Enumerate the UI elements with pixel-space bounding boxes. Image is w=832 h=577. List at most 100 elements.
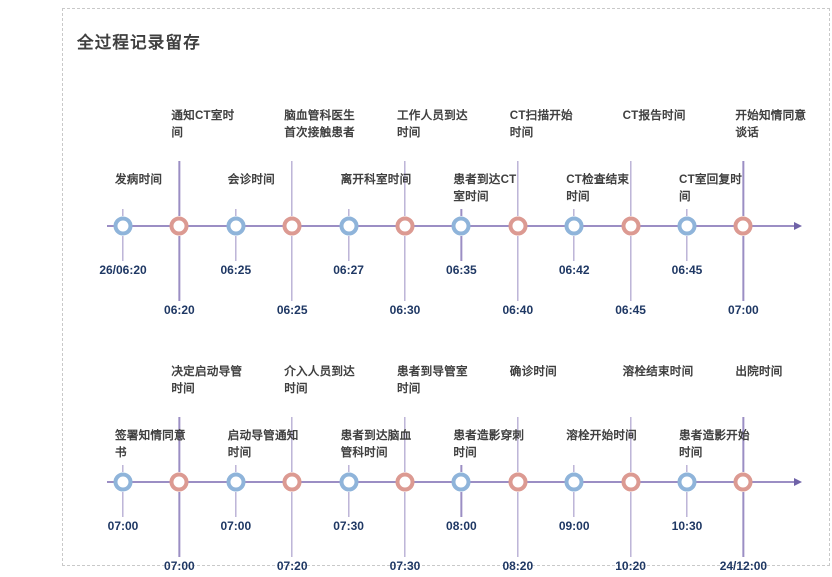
timeline-event-label: CT报告时间 xyxy=(622,109,686,122)
connector-stem-up xyxy=(347,209,350,216)
timeline-node[interactable] xyxy=(733,216,753,236)
timeline-node[interactable] xyxy=(395,472,415,492)
timeline-event-label: CT室回复时间 xyxy=(679,173,743,203)
timeline-event-time: 06:30 xyxy=(389,303,421,317)
connector-stem-down xyxy=(517,236,519,301)
connector-stem-down xyxy=(347,492,350,517)
timeline-node[interactable] xyxy=(677,472,697,492)
connector-stem-down xyxy=(404,236,406,301)
timeline-event-label: 决定启动导管时间 xyxy=(171,365,243,395)
connector-stem-up xyxy=(686,465,688,472)
timeline-event-time: 06:20 xyxy=(164,303,195,317)
timeline-event-label: 患者造影穿刺时间 xyxy=(453,429,525,459)
connector-stem-down xyxy=(291,492,293,557)
connector-stem-up xyxy=(742,417,745,472)
timeline-node[interactable] xyxy=(621,216,641,236)
timeline-axis xyxy=(107,481,794,483)
timeline-event-label: 患者造影开始时间 xyxy=(679,429,750,459)
timeline-node[interactable] xyxy=(282,472,302,492)
connector-stem-up xyxy=(235,465,237,472)
timeline-arrow-icon xyxy=(794,477,802,486)
connector-stem-up xyxy=(517,417,519,472)
timeline-node[interactable] xyxy=(564,472,584,492)
connector-stem-down xyxy=(347,236,350,261)
connector-stem-up xyxy=(686,209,688,216)
timeline-event-time: 06:45 xyxy=(615,303,646,317)
timeline-node[interactable] xyxy=(339,472,359,492)
timeline-arrow-icon xyxy=(794,221,802,230)
timeline-event-label: 脑血管科医生首次接触患者 xyxy=(284,109,355,139)
connector-stem-down xyxy=(629,236,632,301)
connector-stem-down xyxy=(235,492,237,517)
connector-stem-up xyxy=(629,417,632,472)
timeline-node[interactable] xyxy=(621,472,641,492)
connector-stem-down xyxy=(460,492,463,517)
timeline-event-label: 离开科室时间 xyxy=(340,173,412,186)
page-title: 全过程记录留存 xyxy=(77,34,201,52)
timeline-event-time: 10:20 xyxy=(615,559,646,573)
timeline-node[interactable] xyxy=(113,472,133,492)
timeline-event-time: 06:25 xyxy=(220,263,252,277)
connector-stem-up xyxy=(404,417,406,472)
timeline-node[interactable] xyxy=(677,216,697,236)
timeline-node[interactable] xyxy=(395,216,415,236)
timeline-node[interactable] xyxy=(339,216,359,236)
timeline-node[interactable] xyxy=(564,216,584,236)
timeline-event-label: 签署知情同意书 xyxy=(115,429,186,459)
timeline-node[interactable] xyxy=(733,472,753,492)
timeline-event-label: 发病时间 xyxy=(115,173,163,186)
connector-stem-down xyxy=(178,492,181,557)
timeline-event-time: 07:00 xyxy=(728,303,759,317)
timeline-event-time: 06:27 xyxy=(333,263,364,277)
timeline-event-time: 07:20 xyxy=(276,559,308,573)
timeline-node[interactable] xyxy=(282,216,302,236)
timeline-event-time: 07:00 xyxy=(220,519,252,533)
timeline-node[interactable] xyxy=(508,472,528,492)
timeline-event-time: 08:20 xyxy=(502,559,534,573)
connector-stem-down xyxy=(178,236,181,301)
timeline-event-time: 07:00 xyxy=(107,519,139,533)
connector-stem-up xyxy=(347,465,350,472)
timeline-node[interactable] xyxy=(226,472,246,492)
connector-stem-down xyxy=(517,492,519,557)
connector-stem-down xyxy=(573,492,575,517)
connector-stem-down xyxy=(686,492,688,517)
timeline-event-time: 07:30 xyxy=(389,559,421,573)
timeline-event-label: 溶栓结束时间 xyxy=(622,365,694,378)
timeline-event-time: 07:30 xyxy=(333,519,364,533)
timeline-node[interactable] xyxy=(451,216,471,236)
connector-stem-down xyxy=(235,236,237,261)
connector-stem-up xyxy=(573,465,575,472)
timeline-event-label: 确诊时间 xyxy=(509,365,557,378)
connector-stem-up xyxy=(573,209,575,216)
timeline-event-label: 患者到导管室时间 xyxy=(397,365,468,395)
connector-stem-up xyxy=(122,209,124,216)
connector-stem-down xyxy=(122,492,124,517)
connector-stem-up xyxy=(460,209,463,216)
timeline-node[interactable] xyxy=(226,216,246,236)
timeline-event-time: 06:42 xyxy=(558,263,590,277)
timeline-node[interactable] xyxy=(451,472,471,492)
timeline-event-time: 08:00 xyxy=(446,519,477,533)
connector-stem-up xyxy=(517,161,519,216)
connector-stem-up xyxy=(122,465,124,472)
timeline-event-label: CT扫描开始时间 xyxy=(509,109,573,139)
timeline-node[interactable] xyxy=(169,216,189,236)
connector-stem-down xyxy=(629,492,632,557)
timeline-event-label: 工作人员到达时间 xyxy=(397,109,468,139)
connector-stem-up xyxy=(178,417,181,472)
timeline-event-label: 出院时间 xyxy=(735,365,783,378)
connector-stem-down xyxy=(686,236,688,261)
connector-stem-up xyxy=(235,209,237,216)
connector-stem-down xyxy=(460,236,463,261)
connector-stem-up xyxy=(178,161,181,216)
timeline-node[interactable] xyxy=(508,216,528,236)
timeline-event-time: 24/12:00 xyxy=(719,559,768,573)
connector-stem-down xyxy=(742,492,745,557)
timeline-node[interactable] xyxy=(169,472,189,492)
timeline-event-time: 06:25 xyxy=(276,303,308,317)
timeline-event-label: 介入人员到达时间 xyxy=(284,365,355,395)
timeline-node[interactable] xyxy=(113,216,133,236)
